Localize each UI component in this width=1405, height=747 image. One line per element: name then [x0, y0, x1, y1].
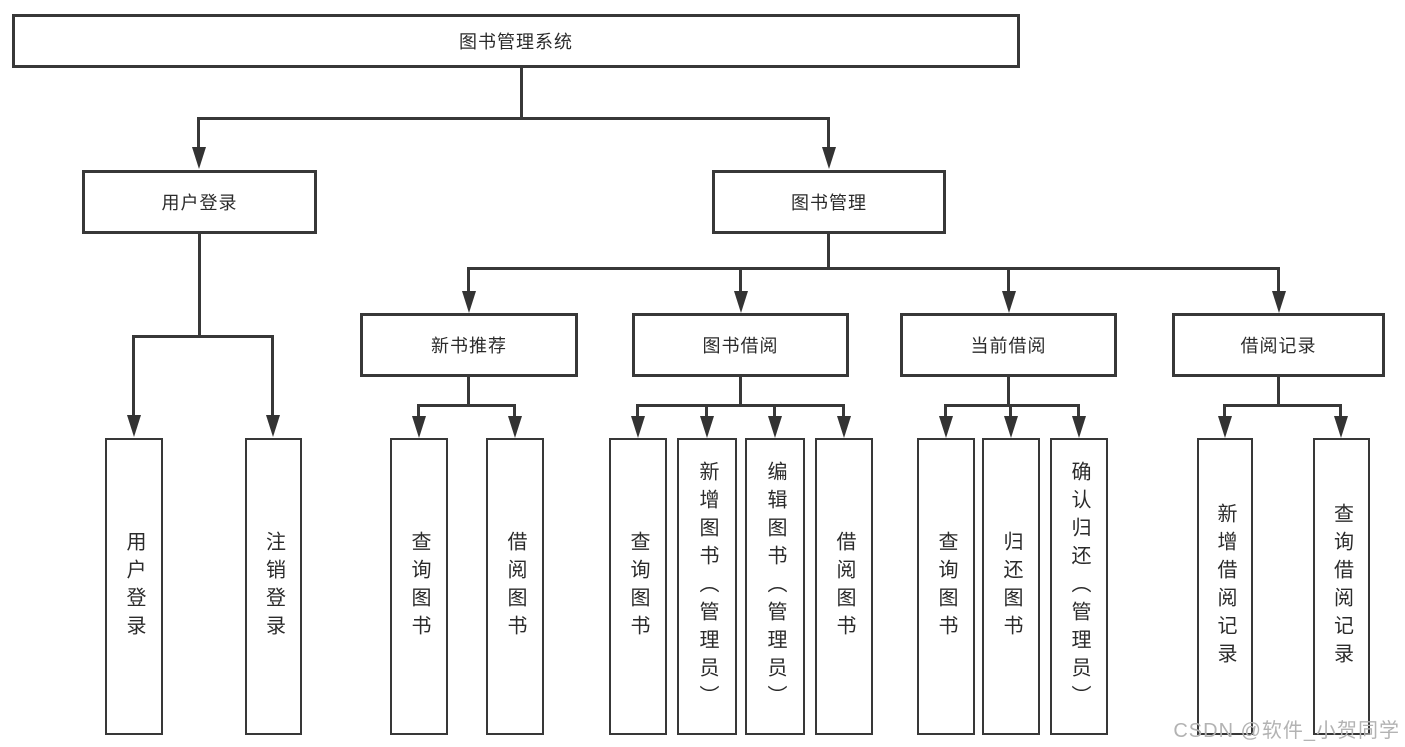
connector-leaf-shaft [1009, 404, 1012, 419]
leaf-query-borrow-record: 查询借阅记录 [1313, 438, 1370, 735]
leaf-query-books-1: 查询图书 [390, 438, 448, 735]
arrow-down-icon [266, 415, 280, 437]
connector-currentborrow-bar [944, 404, 1080, 407]
connector-userlogin-shaft [197, 117, 200, 149]
node-borrow-record-label: 借阅记录 [1240, 336, 1317, 356]
connector-newbook-stub [467, 377, 470, 406]
node-user-login-label: 用户登录 [161, 193, 238, 213]
connector-l3-shaft [1007, 267, 1010, 294]
leaf-label: 查询借阅记录 [1330, 502, 1353, 671]
leaf-label: 查询图书 [627, 530, 649, 643]
connector-leaf-shaft [842, 404, 845, 419]
connector-leaf-shaft [1077, 404, 1080, 419]
leaf-label: 借阅图书 [833, 530, 855, 643]
connector-userlogin-bar [132, 335, 274, 338]
arrow-down-icon [768, 416, 782, 438]
connector-leaf-shaft [636, 404, 639, 419]
leaf-edit-book-admin: 编辑图书（管理员） [745, 438, 805, 735]
leaf-user-login: 用户登录 [105, 438, 163, 735]
connector-l3-shaft [739, 267, 742, 294]
leaf-query-books-2: 查询图书 [609, 438, 667, 735]
node-new-book: 新书推荐 [360, 313, 578, 377]
connector-l3-shaft [1277, 267, 1280, 294]
connector-leaf-shaft [513, 404, 516, 419]
connector-leaf-shaft [1339, 404, 1342, 419]
arrow-down-icon [127, 415, 141, 437]
leaf-query-books-3: 查询图书 [917, 438, 975, 735]
arrow-down-icon [412, 416, 426, 438]
connector-bookmgmt-shaft [827, 117, 830, 149]
connector-currentborrow-stub [1007, 377, 1010, 406]
node-current-borrow: 当前借阅 [900, 313, 1117, 377]
leaf-borrow-books-2: 借阅图书 [815, 438, 873, 735]
connector-root-stub [520, 68, 523, 118]
connector-borrowrecord-stub [1277, 377, 1280, 406]
arrow-down-icon [700, 416, 714, 438]
arrow-down-icon [508, 416, 522, 438]
leaf-label: 借阅图书 [504, 530, 526, 643]
leaf-label: 用户登录 [123, 530, 145, 643]
node-new-book-label: 新书推荐 [431, 336, 507, 356]
node-root: 图书管理系统 [12, 14, 1020, 68]
node-root-label: 图书管理系统 [459, 32, 573, 52]
arrow-down-icon [192, 147, 206, 169]
node-book-borrow: 图书借阅 [632, 313, 849, 377]
connector-level3-spine [467, 267, 1279, 270]
leaf-add-borrow-record: 新增借阅记录 [1197, 438, 1253, 735]
leaf-return-book: 归还图书 [982, 438, 1040, 735]
node-borrow-record: 借阅记录 [1172, 313, 1385, 377]
leaf-label: 查询图书 [935, 530, 957, 643]
node-book-borrow-label: 图书借阅 [702, 336, 779, 356]
arrow-down-icon [1002, 291, 1016, 313]
connector-leaf-shaft [944, 404, 947, 419]
leaf-label: 编辑图书（管理员） [764, 460, 786, 713]
connector-l3-shaft [467, 267, 470, 294]
leaf-label: 归还图书 [1000, 530, 1022, 643]
connector-bookborrow-bar [636, 404, 845, 407]
connector-newbook-bar [417, 404, 516, 407]
leaf-label: 查询图书 [408, 530, 430, 643]
node-current-borrow-label: 当前借阅 [970, 336, 1047, 356]
leaf-label: 确认归还（管理员） [1068, 460, 1090, 713]
node-user-login: 用户登录 [82, 170, 317, 234]
connector-leaf-shaft [271, 335, 274, 417]
leaf-borrow-books-1: 借阅图书 [486, 438, 544, 735]
arrow-down-icon [1004, 416, 1018, 438]
connector-leaf-shaft [417, 404, 420, 419]
connector-bookborrow-stub [739, 377, 742, 406]
arrow-down-icon [462, 291, 476, 313]
arrow-down-icon [1272, 291, 1286, 313]
leaf-label: 新增借阅记录 [1214, 502, 1236, 671]
arrow-down-icon [631, 416, 645, 438]
arrow-down-icon [939, 416, 953, 438]
leaf-label: 新增图书（管理员） [696, 460, 718, 713]
connector-borrowrecord-bar [1223, 404, 1342, 407]
arrow-down-icon [822, 147, 836, 169]
leaf-confirm-return-admin: 确认归还（管理员） [1050, 438, 1108, 735]
arrow-down-icon [1334, 416, 1348, 438]
csdn-watermark: CSDN @软件_小贺同学 [1173, 720, 1400, 742]
connector-leaf-shaft [773, 404, 776, 419]
connector-bookmgmt-stub [827, 234, 830, 270]
arrow-down-icon [837, 416, 851, 438]
arrow-down-icon [734, 291, 748, 313]
node-book-mgmt-label: 图书管理 [791, 193, 867, 213]
leaf-label: 注销登录 [262, 530, 285, 643]
connector-leaf-shaft [705, 404, 708, 419]
connector-userlogin-stub [198, 234, 201, 337]
leaf-add-book-admin: 新增图书（管理员） [677, 438, 737, 735]
connector-leaf-shaft [132, 335, 135, 417]
arrow-down-icon [1218, 416, 1232, 438]
connector-leaf-shaft [1223, 404, 1226, 419]
connector-level2-bar [197, 117, 830, 120]
leaf-logout: 注销登录 [245, 438, 302, 735]
arrow-down-icon [1072, 416, 1086, 438]
node-book-mgmt: 图书管理 [712, 170, 946, 234]
